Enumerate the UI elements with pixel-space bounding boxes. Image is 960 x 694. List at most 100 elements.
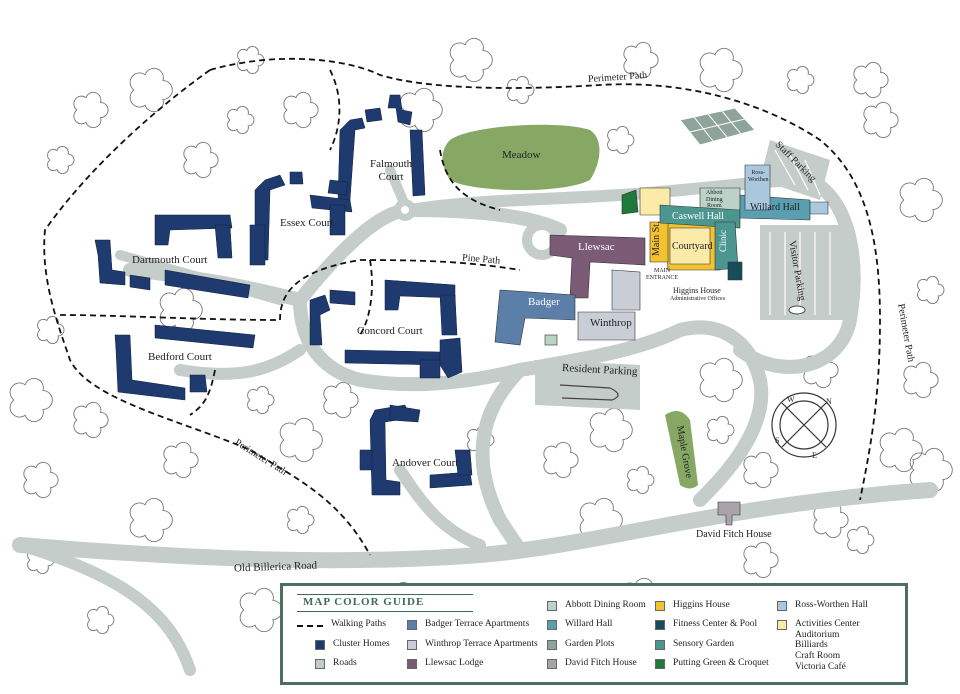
meadow-label: Meadow — [502, 149, 541, 161]
legend-item-badger: Badger Terrace Apartments — [407, 619, 529, 630]
essex-court-label: Essex Court — [280, 217, 334, 229]
tree-outline — [863, 101, 899, 139]
core-buildings — [494, 164, 829, 526]
tree-outline — [467, 425, 495, 455]
road-andover — [394, 464, 486, 551]
tree-outline — [183, 141, 219, 179]
visitor-parking-lot — [760, 225, 855, 320]
courtyard-label: Courtyard — [672, 241, 713, 252]
legend-item-walking-paths: Walking Paths — [297, 619, 386, 629]
winthrop-swatch — [407, 640, 417, 650]
legend-item-winthrop: Winthrop Terrace Apartments — [407, 639, 538, 650]
winthrop-annex — [611, 269, 641, 311]
tree-outline — [73, 91, 109, 129]
parking-lines — [769, 149, 831, 315]
legend-title: MAP COLOR GUIDE — [303, 596, 425, 608]
tree-outline — [73, 401, 109, 439]
llewsac-label: Llewsac — [578, 241, 615, 253]
legend-item-david-fitch: David Fitch House — [547, 658, 637, 669]
tree-outline — [129, 497, 173, 543]
sensory-swatch — [655, 640, 665, 650]
courtyard — [669, 227, 711, 265]
abbott-swatch — [547, 601, 557, 611]
map-color-guide: MAP COLOR GUIDE Walking Paths Cluster Ho… — [280, 583, 908, 685]
falmouth-court-label: Falmouth Court — [370, 158, 413, 183]
tree-outline — [37, 315, 65, 345]
tree-outline — [287, 505, 315, 535]
david-fitch-house — [717, 501, 741, 526]
david-fitch-swatch — [547, 659, 557, 669]
tree-outline — [323, 381, 359, 419]
tree-outline — [847, 525, 875, 555]
meadow — [442, 124, 600, 191]
willard-swatch — [547, 620, 557, 630]
winthrop-terrace — [577, 311, 636, 341]
willard-hall-label: Willard Hall — [750, 202, 800, 213]
walking-paths — [43, 57, 881, 556]
legend-item-garden-plots: Garden Plots — [547, 639, 614, 650]
resident-parking-lot — [535, 360, 640, 410]
compass-w: W — [787, 395, 795, 404]
tree-outline — [283, 91, 319, 129]
cluster-homes-swatch — [315, 640, 325, 650]
ross-worthen — [744, 164, 771, 211]
tree-outline — [399, 87, 443, 133]
compass-n: N — [826, 397, 832, 406]
main-entrance-label: MAIN ENTRANCE — [646, 268, 678, 281]
garden-plots — [679, 107, 756, 146]
cluster-homes — [94, 94, 473, 496]
tree-outline — [623, 41, 659, 79]
legend-item-ross-worthen: Ross-Worthen Hall — [777, 600, 868, 611]
abbott-dining-label: Abbott Dining Room — [706, 190, 723, 210]
higgins-swatch — [655, 601, 665, 611]
higgins-house-label: Higgins House — [673, 286, 721, 295]
fitness-center — [727, 261, 743, 281]
legend-item-fitness: Fitness Center & Pool — [655, 619, 757, 630]
bedford-court-label: Bedford Court — [148, 351, 212, 363]
putting-green — [621, 189, 639, 215]
tree-outline — [699, 47, 743, 93]
road-center — [293, 293, 527, 392]
tree-outline — [247, 385, 275, 415]
visitor-parking-island — [788, 305, 806, 315]
fitness-swatch — [655, 620, 665, 630]
tree-outline — [879, 427, 923, 473]
llewsac-lodge — [549, 234, 646, 299]
tree-outline — [23, 461, 59, 499]
winthrop-label: Winthrop — [590, 317, 632, 329]
roads-swatch — [315, 659, 325, 669]
clinic-label: Clinic — [718, 230, 728, 252]
staff-booth — [809, 201, 829, 215]
legend-item-activities: Activities Center Auditorium Billiards C… — [777, 619, 860, 672]
higgins-sub-label: Administrative Offices — [670, 296, 726, 302]
legend-item-higgins: Higgins House — [655, 600, 730, 611]
sensory-garden-box — [544, 334, 558, 346]
concord-court-label: Concord Court — [357, 325, 423, 337]
tree-outline — [159, 287, 203, 333]
main-st-label: Main St. — [651, 221, 662, 256]
tree-outline — [707, 415, 735, 445]
tree-outline — [449, 37, 493, 83]
tree-outline — [903, 361, 939, 399]
badger-swatch — [407, 620, 417, 630]
putting-green-swatch — [655, 659, 665, 669]
tree-outline — [239, 587, 283, 633]
maple-grove — [665, 411, 698, 489]
old-billerica-road — [12, 482, 938, 569]
activities-swatch — [777, 620, 787, 630]
tree-outline — [917, 275, 945, 305]
legend-item-llewsac: Llewsac Lodge — [407, 658, 483, 669]
legend-item-roads: Roads — [315, 658, 357, 669]
legend-item-willard: Willard Hall — [547, 619, 612, 630]
road-falmouth — [385, 165, 410, 210]
tree-outline — [543, 441, 579, 479]
road-bedford — [174, 344, 306, 380]
tree-outline — [743, 541, 779, 579]
tree-outlines — [9, 37, 953, 635]
legend-item-putting-green: Putting Green & Croquet — [655, 658, 769, 669]
tree-outline — [627, 465, 655, 495]
compass-e: E — [812, 451, 817, 460]
david-fitch-label: David Fitch House — [696, 529, 772, 540]
old-billerica-road-spur — [14, 539, 196, 676]
